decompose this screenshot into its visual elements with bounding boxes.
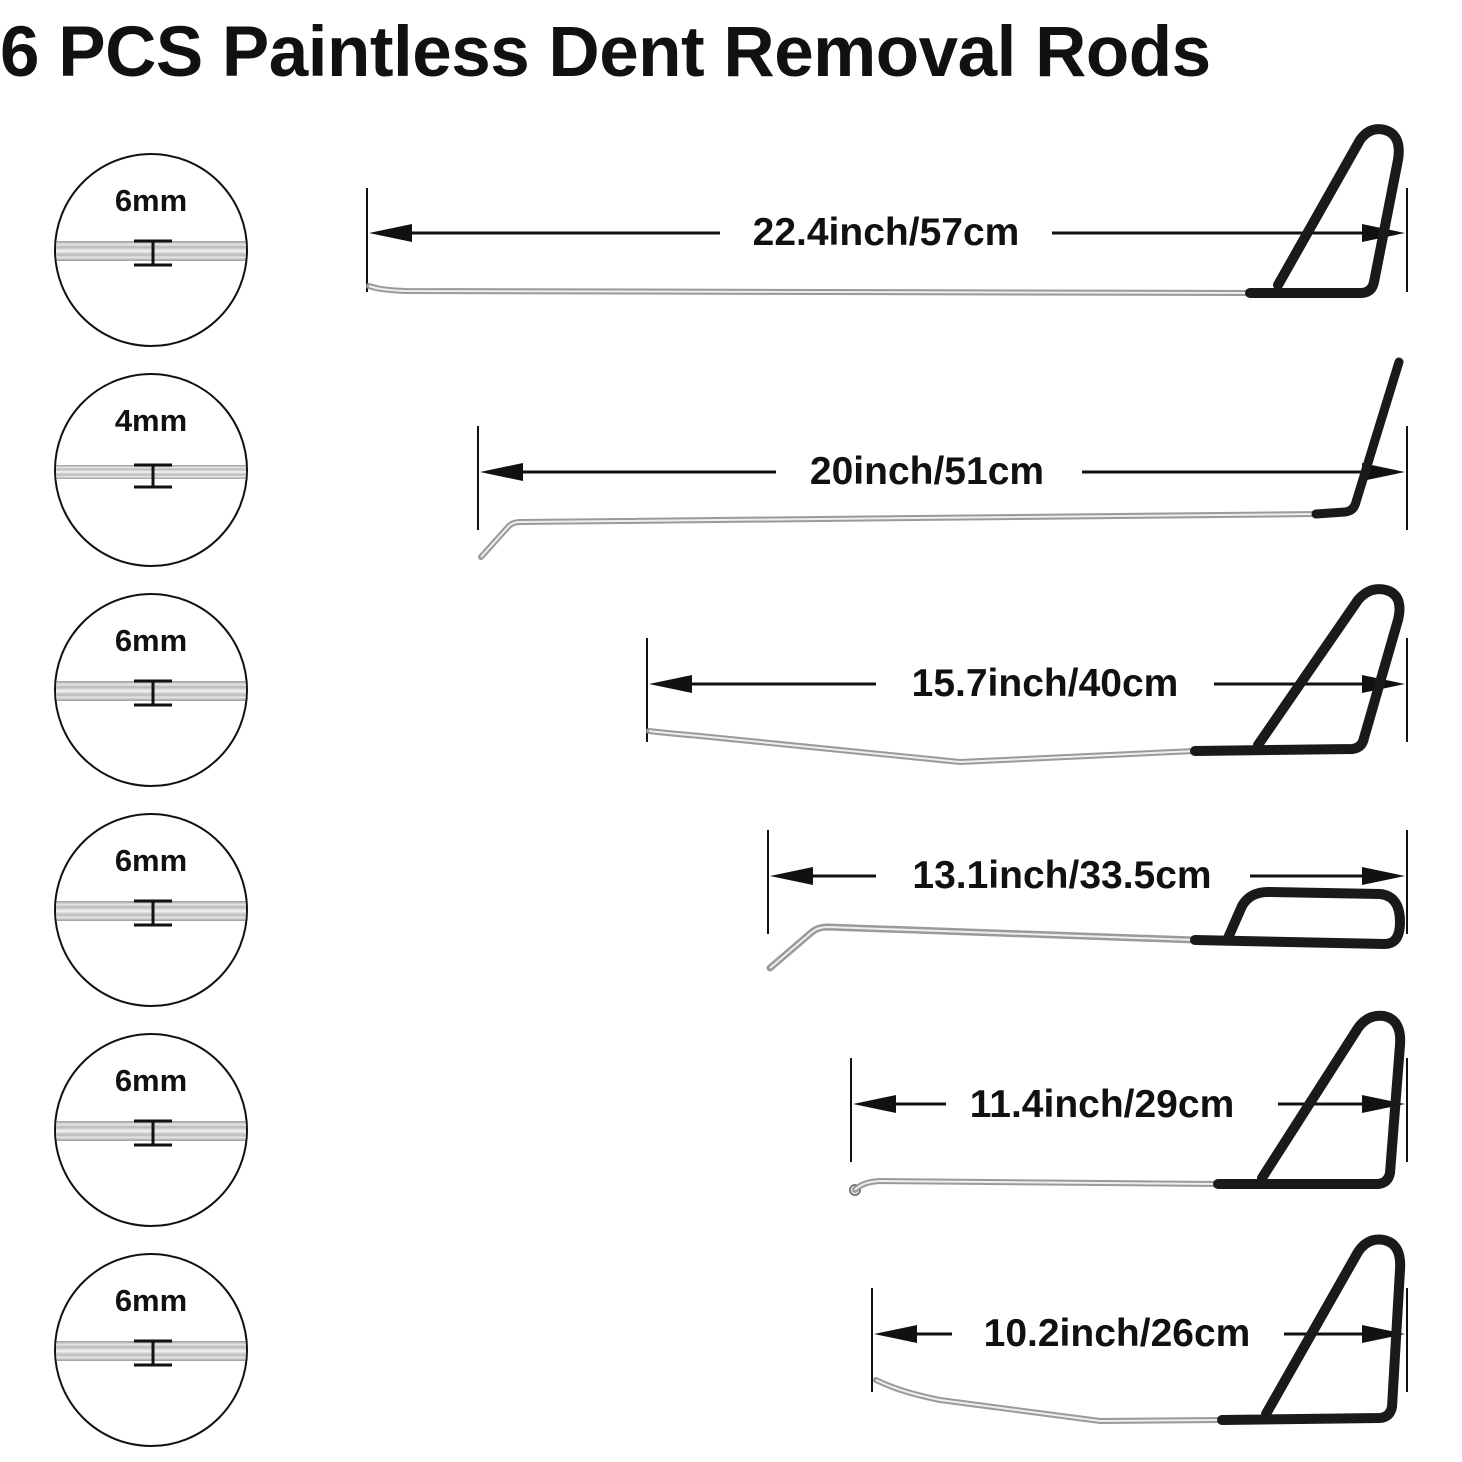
diameter-label: 6mm bbox=[114, 1063, 188, 1098]
diameter-label: 6mm bbox=[114, 623, 188, 658]
diameter-marker-icon bbox=[134, 1339, 172, 1367]
rod-6: 10.2inch/26cm bbox=[871, 1234, 1408, 1425]
rod-3: 15.7inch/40cm bbox=[646, 584, 1408, 766]
diameter-detail-6: 6mm bbox=[54, 1253, 248, 1447]
diameter-detail-5: 6mm bbox=[54, 1033, 248, 1227]
diameter-label: 6mm bbox=[114, 843, 188, 878]
page-title: 6 PCS Paintless Dent Removal Rods bbox=[0, 13, 1211, 92]
diameter-label: 4mm bbox=[114, 403, 188, 438]
rod-2: 20inch/51cm bbox=[477, 357, 1408, 560]
rod-length-label: 15.7inch/40cm bbox=[912, 662, 1179, 705]
diameter-detail-2: 4mm bbox=[54, 373, 248, 567]
rod-cross-section bbox=[56, 465, 246, 479]
rod-length-label: 10.2inch/26cm bbox=[984, 1312, 1251, 1355]
rod-length-label: 20inch/51cm bbox=[810, 450, 1044, 493]
rod-cross-section bbox=[56, 1121, 246, 1141]
rod-cross-section bbox=[56, 681, 246, 701]
diameter-detail-1: 6mm bbox=[54, 153, 248, 347]
rod-cross-section bbox=[56, 1341, 246, 1361]
rod-length-label: 13.1inch/33.5cm bbox=[912, 854, 1211, 897]
diameter-label: 6mm bbox=[114, 183, 188, 218]
rod-cross-section bbox=[56, 241, 246, 261]
rod-length-label: 22.4inch/57cm bbox=[753, 211, 1020, 254]
diameter-detail-3: 6mm bbox=[54, 593, 248, 787]
diameter-label: 6mm bbox=[114, 1283, 188, 1318]
rod-5: 11.4inch/29cm bbox=[849, 1010, 1408, 1196]
diameter-marker-icon bbox=[134, 1119, 172, 1147]
diameter-marker-icon bbox=[134, 239, 172, 267]
rod-1: 22.4inch/57cm bbox=[366, 124, 1408, 298]
diameter-marker-icon bbox=[134, 899, 172, 927]
rod-4: 13.1inch/33.5cm bbox=[766, 830, 1408, 972]
rod-length-label: 11.4inch/29cm bbox=[970, 1083, 1235, 1126]
diameter-marker-icon bbox=[134, 463, 172, 489]
rod-cross-section bbox=[56, 901, 246, 921]
diameter-detail-4: 6mm bbox=[54, 813, 248, 1007]
diameter-marker-icon bbox=[134, 679, 172, 707]
